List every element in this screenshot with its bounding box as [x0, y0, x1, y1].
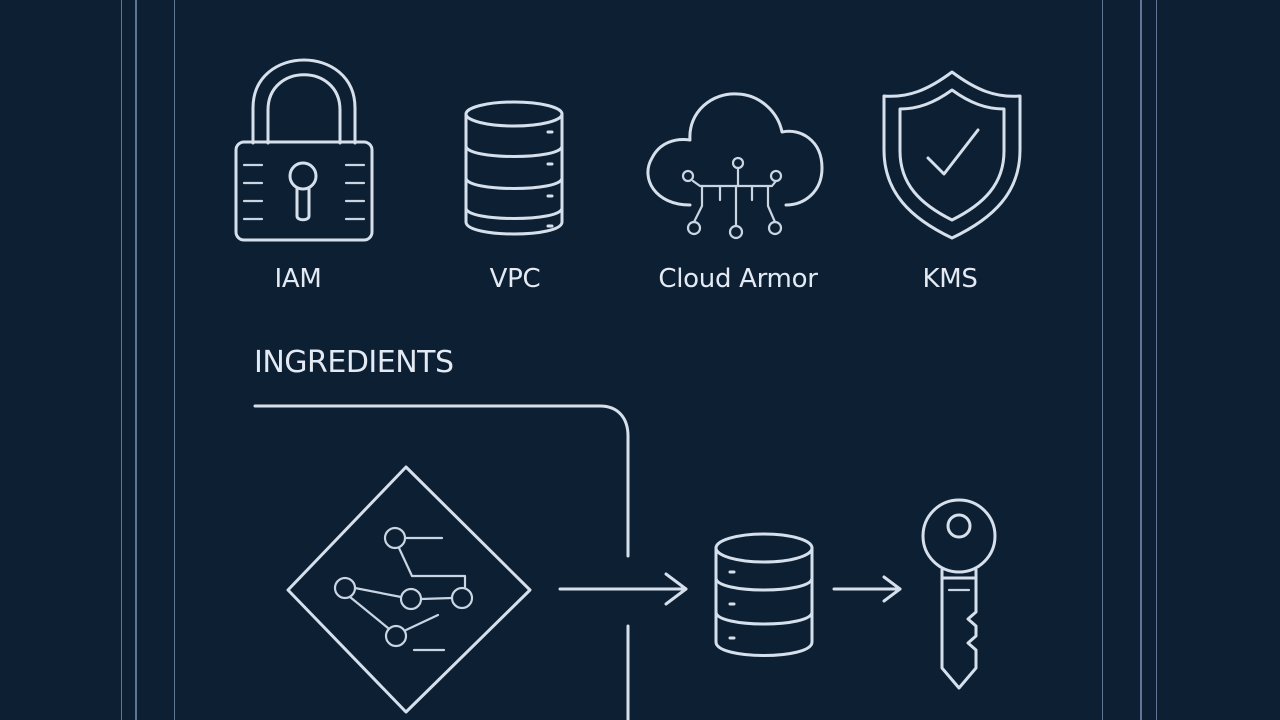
section-heading: INGREDIENTS	[254, 345, 454, 380]
database-icon	[714, 532, 814, 657]
service-label-kms: KMS	[922, 264, 978, 294]
arrow-right-icon	[558, 572, 688, 606]
service-label-vpc: VPC	[489, 264, 541, 294]
network-diamond-icon	[286, 465, 532, 714]
frame-line-right-outer	[1156, 0, 1157, 720]
service-label-cloud-armor: Cloud Armor	[658, 264, 818, 294]
frame-line-right-inner	[1140, 0, 1142, 720]
frame-line-left-panel	[174, 0, 175, 720]
shield-check-icon	[882, 70, 1022, 240]
arrow-right-icon	[832, 575, 902, 603]
frame-line-right-panel	[1102, 0, 1103, 720]
service-label-iam: IAM	[274, 264, 322, 294]
frame-line-left-outer	[121, 0, 122, 720]
cloud-network-icon	[646, 92, 824, 240]
padlock-icon	[234, 58, 374, 242]
database-icon	[464, 100, 564, 236]
flow-bracket-line	[253, 404, 630, 720]
key-icon	[921, 498, 997, 690]
frame-line-left-inner	[135, 0, 137, 720]
